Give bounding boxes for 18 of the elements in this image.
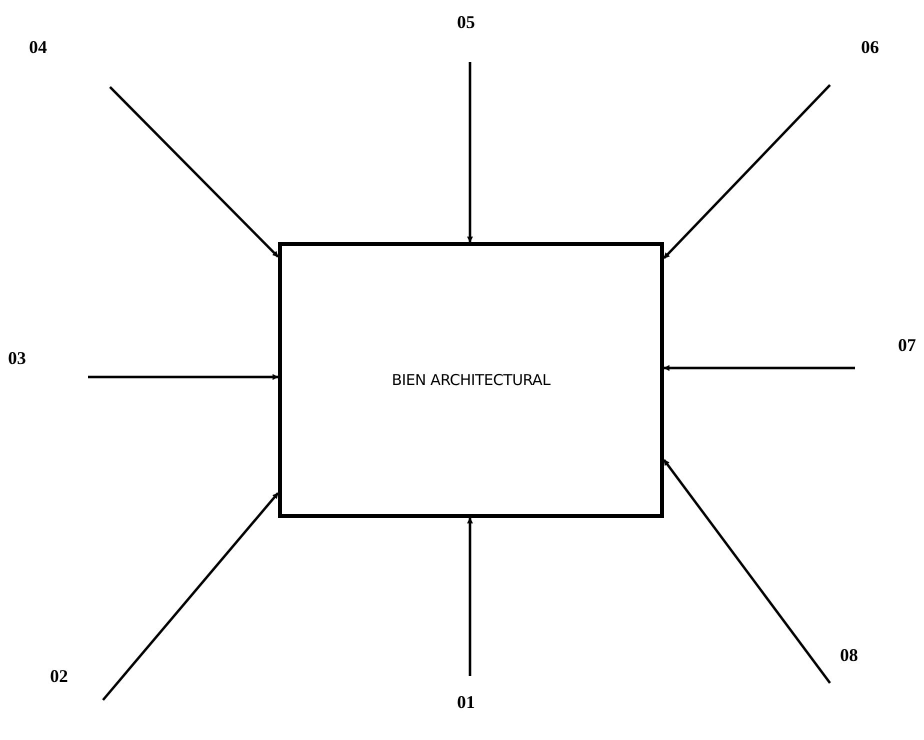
callout-number: 01 [457,693,475,711]
arrow [102,492,279,701]
callout-number: 03 [8,349,26,367]
callout-number: 02 [50,667,68,685]
arrow [88,374,279,380]
arrow [467,517,473,676]
callout-number: 06 [861,38,879,56]
callout-number: 05 [457,13,475,31]
callout-number: 04 [29,38,47,56]
box-title: BIEN ARCHITECTURAL [392,371,550,389]
arrow [663,459,831,684]
callout-number: 07 [898,336,916,354]
central-box [278,242,664,518]
callout-number: 08 [840,646,858,664]
arrow [663,365,855,371]
arrow [109,86,279,258]
arrow [663,84,831,259]
arrow [467,62,473,243]
